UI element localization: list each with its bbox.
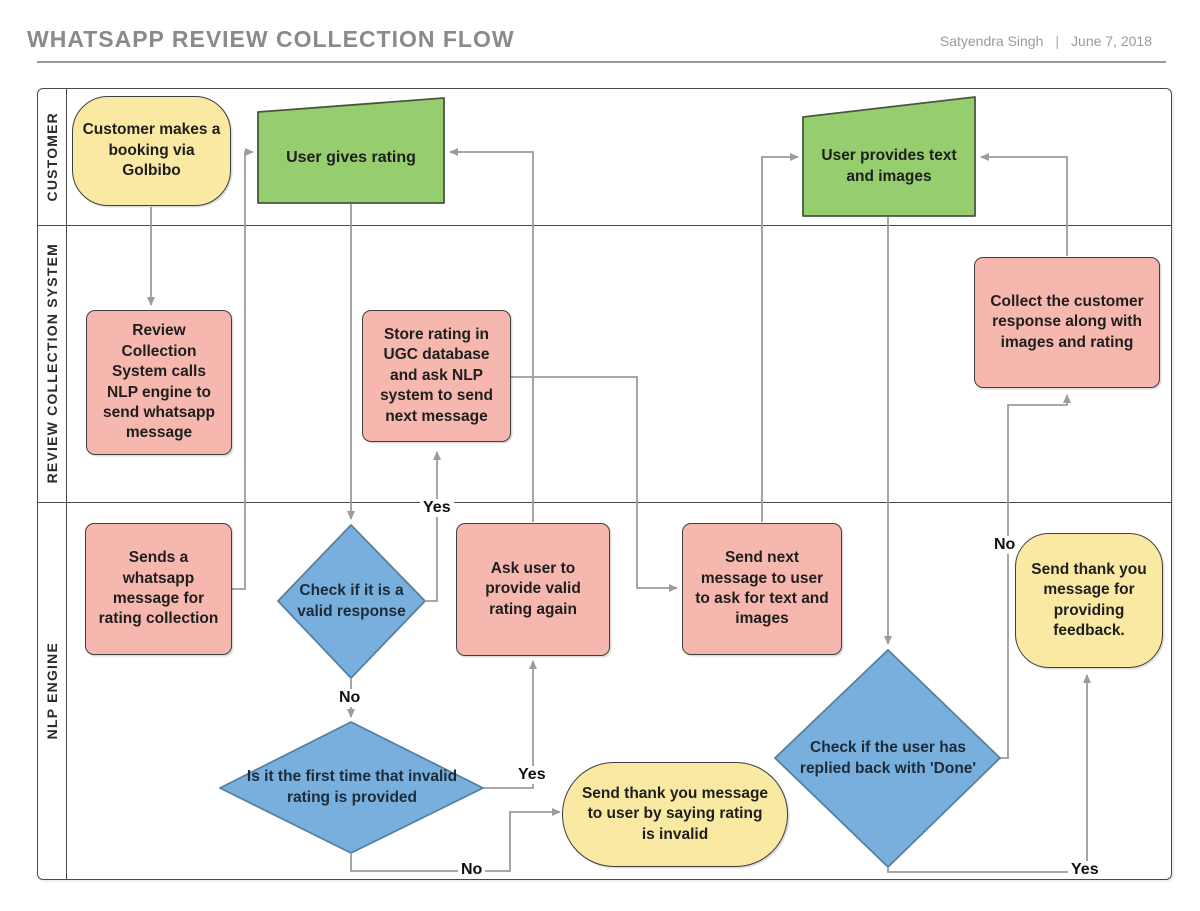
node-first-time-invalid-shape bbox=[219, 721, 484, 854]
node-thanks-feedback bbox=[1015, 533, 1163, 668]
edge-label-valid-no: No bbox=[336, 689, 364, 707]
node-send-next-message bbox=[682, 523, 842, 655]
node-send-next-message-label: Send next message to user to ask for tex… bbox=[695, 549, 829, 628]
header-divider bbox=[37, 61, 1166, 63]
edge-firsttime-no-to-thanksinvalid bbox=[350, 808, 561, 872]
node-booking-label: Customer makes a booking via Golbibo bbox=[82, 121, 221, 180]
date-text: June 7, 2018 bbox=[1071, 33, 1152, 49]
node-thanks-invalid bbox=[562, 762, 788, 867]
node-store-rating bbox=[362, 310, 511, 442]
byline: Satyendra Singh | June 7, 2018 bbox=[940, 33, 1152, 49]
swimlane-frame bbox=[37, 88, 1172, 880]
node-check-done-label: Check if the user has replied back with … bbox=[799, 739, 977, 777]
edge-sendwhatsapp-to-givesrating bbox=[232, 148, 254, 590]
edge-firsttime-yes-to-askvalid bbox=[483, 660, 537, 789]
lane-divider-1 bbox=[37, 225, 1172, 226]
node-check-valid-label: Check if it is a valid response bbox=[297, 582, 406, 620]
edge-label-valid-yes: Yes bbox=[420, 499, 454, 517]
node-user-gives-rating-label: User gives rating bbox=[286, 148, 416, 166]
node-send-whatsapp-label: Sends a whatsapp message for rating coll… bbox=[98, 549, 219, 628]
lane-divider-2 bbox=[37, 502, 1172, 503]
edge-collect-to-providestext bbox=[980, 153, 1068, 256]
node-check-valid-shape bbox=[277, 524, 426, 679]
edge-label-first-time-yes: Yes bbox=[515, 766, 549, 784]
edge-label-done-no: No bbox=[991, 536, 1019, 554]
node-thanks-invalid-label: Send thank you message to user by saying… bbox=[581, 784, 769, 843]
page-title: WHATSAPP REVIEW COLLECTION FLOW bbox=[27, 26, 515, 52]
node-send-whatsapp bbox=[85, 523, 232, 655]
node-thanks-feedback-label: Send thank you message for providing fee… bbox=[1031, 560, 1147, 639]
node-user-provides-text-label: User provides text and images bbox=[821, 147, 957, 185]
edge-storerating-to-sendnext bbox=[511, 376, 678, 592]
node-rcs-calls-nlp-label: Review Collection System calls NLP engin… bbox=[103, 322, 215, 442]
edge-label-done-yes: Yes bbox=[1068, 861, 1102, 879]
node-collect-response bbox=[974, 257, 1160, 388]
node-collect-response-label: Collect the customer response along with… bbox=[990, 292, 1144, 351]
edge-askvalid-to-givesrating bbox=[449, 148, 534, 522]
author-name: Satyendra Singh bbox=[939, 33, 1044, 49]
node-check-done-shape bbox=[774, 649, 1001, 868]
node-user-gives-rating-shape bbox=[257, 97, 445, 204]
node-user-provides-text-shape bbox=[802, 96, 976, 217]
lane-label-column-divider bbox=[66, 88, 67, 880]
node-ask-valid-rating bbox=[456, 523, 610, 656]
edge-checkdone-no-to-collect bbox=[1000, 394, 1071, 759]
node-booking bbox=[72, 96, 231, 206]
edge-checkdone-yes-to-feedback bbox=[887, 674, 1091, 873]
node-store-rating-label: Store rating in UGC database and ask NLP… bbox=[380, 325, 493, 425]
node-first-time-invalid-label: Is it the first time that invalid rating… bbox=[246, 768, 458, 806]
edge-label-first-time-no: No bbox=[458, 861, 486, 879]
edge-sendnext-to-providestext bbox=[761, 153, 799, 522]
node-rcs-calls-nlp bbox=[86, 310, 232, 455]
byline-separator: | bbox=[1055, 33, 1060, 49]
node-ask-valid-rating-label: Ask user to provide valid rating again bbox=[485, 559, 581, 618]
